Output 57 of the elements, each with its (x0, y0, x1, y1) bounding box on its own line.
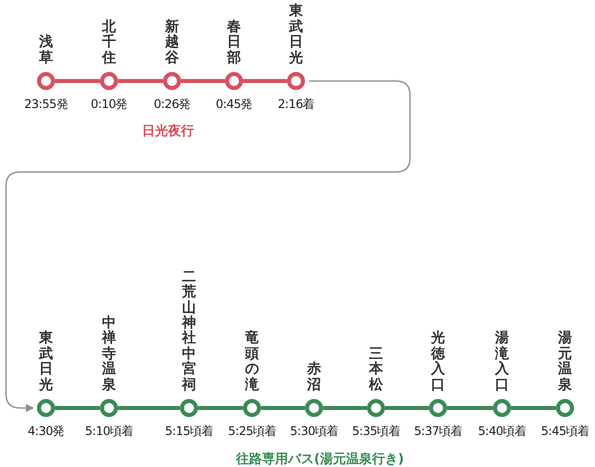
route-line (261, 406, 305, 410)
station-marker (367, 399, 385, 417)
transfer-arrow (5, 80, 411, 412)
station-marker (493, 399, 511, 417)
route-line (447, 406, 493, 410)
station-name: 新越谷 (165, 20, 179, 66)
station-marker (556, 399, 574, 417)
station-name: 東武日光 (39, 331, 53, 393)
route-title: 日光夜行 (142, 122, 194, 141)
route-line (323, 406, 367, 410)
station-marker (163, 72, 181, 90)
station-marker (100, 72, 118, 90)
route-line (243, 79, 287, 83)
station-marker (37, 72, 55, 90)
time-label: 5:25頃着 (228, 423, 276, 440)
station-name: 二荒山神社中宮祠 (182, 270, 196, 393)
route-line (118, 406, 180, 410)
time-label: 2:16着 (278, 96, 314, 113)
time-label: 5:45頃着 (541, 423, 589, 440)
route-line (385, 406, 429, 410)
time-label: 5:10頃着 (85, 423, 133, 440)
route-line (118, 79, 163, 83)
station-name: 東武日光 (289, 4, 303, 66)
station-name: 中禅寺温泉 (102, 316, 116, 393)
time-label: 5:37頃着 (414, 423, 462, 440)
station-name: 湯滝入口 (495, 331, 509, 393)
station-name: 浅草 (39, 35, 53, 66)
route-line (198, 406, 243, 410)
time-label: 5:15頃着 (165, 423, 213, 440)
station-marker (287, 72, 305, 90)
station-marker (429, 399, 447, 417)
station-marker (225, 72, 243, 90)
time-label: 5:40頃着 (478, 423, 526, 440)
station-name: 竜頭の滝 (245, 331, 259, 393)
station-marker (243, 399, 261, 417)
route-line (55, 406, 100, 410)
station-name: 光徳入口 (431, 331, 445, 393)
time-label: 23:55発 (24, 96, 68, 113)
station-name: 湯元温泉 (558, 331, 572, 393)
station-marker (305, 399, 323, 417)
time-label: 0:26発 (154, 96, 190, 113)
time-label: 4:30発 (28, 423, 64, 440)
time-label: 0:45発 (216, 96, 252, 113)
station-name: 春日部 (227, 20, 241, 66)
station-name: 北千住 (102, 20, 116, 66)
time-label: 0:10発 (90, 96, 128, 113)
route-line (511, 406, 556, 410)
station-marker (37, 399, 55, 417)
time-label: 5:30頃着 (290, 423, 338, 440)
route-line (55, 79, 100, 83)
station-name: 赤沼 (307, 362, 321, 393)
station-marker (180, 399, 198, 417)
station-marker (100, 399, 118, 417)
route-line (181, 79, 225, 83)
route-title: 往路専用バス(湯元温泉行き) (236, 450, 404, 467)
time-label: 5:35頃着 (352, 423, 400, 440)
station-name: 三本松 (369, 346, 383, 393)
